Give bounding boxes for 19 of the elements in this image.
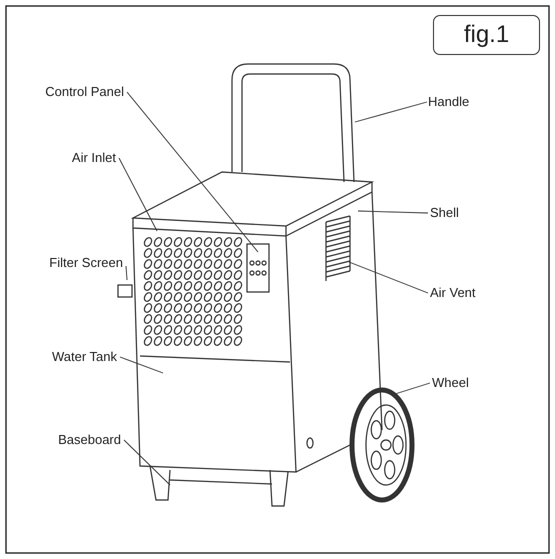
part-label: Air Inlet — [72, 150, 116, 166]
part-label: Wheel — [432, 375, 469, 391]
part-label: Control Panel — [45, 84, 124, 100]
leader-line — [126, 266, 128, 280]
part-label: Baseboard — [58, 432, 121, 448]
part-label: Handle — [428, 94, 470, 110]
leader-line — [354, 102, 428, 122]
part-label: Air Vent — [430, 285, 476, 301]
leader-line — [118, 158, 158, 232]
leader-line — [394, 382, 430, 394]
leader-line — [124, 440, 170, 486]
leader-line — [358, 210, 428, 214]
leader-line — [126, 92, 258, 252]
leader-line — [348, 262, 428, 294]
part-label: Shell — [430, 205, 459, 221]
part-label: Water Tank — [52, 349, 117, 365]
part-label: Filter Screen — [49, 255, 123, 271]
figure-label: fig.1 — [433, 15, 540, 55]
leader-line — [120, 356, 164, 374]
